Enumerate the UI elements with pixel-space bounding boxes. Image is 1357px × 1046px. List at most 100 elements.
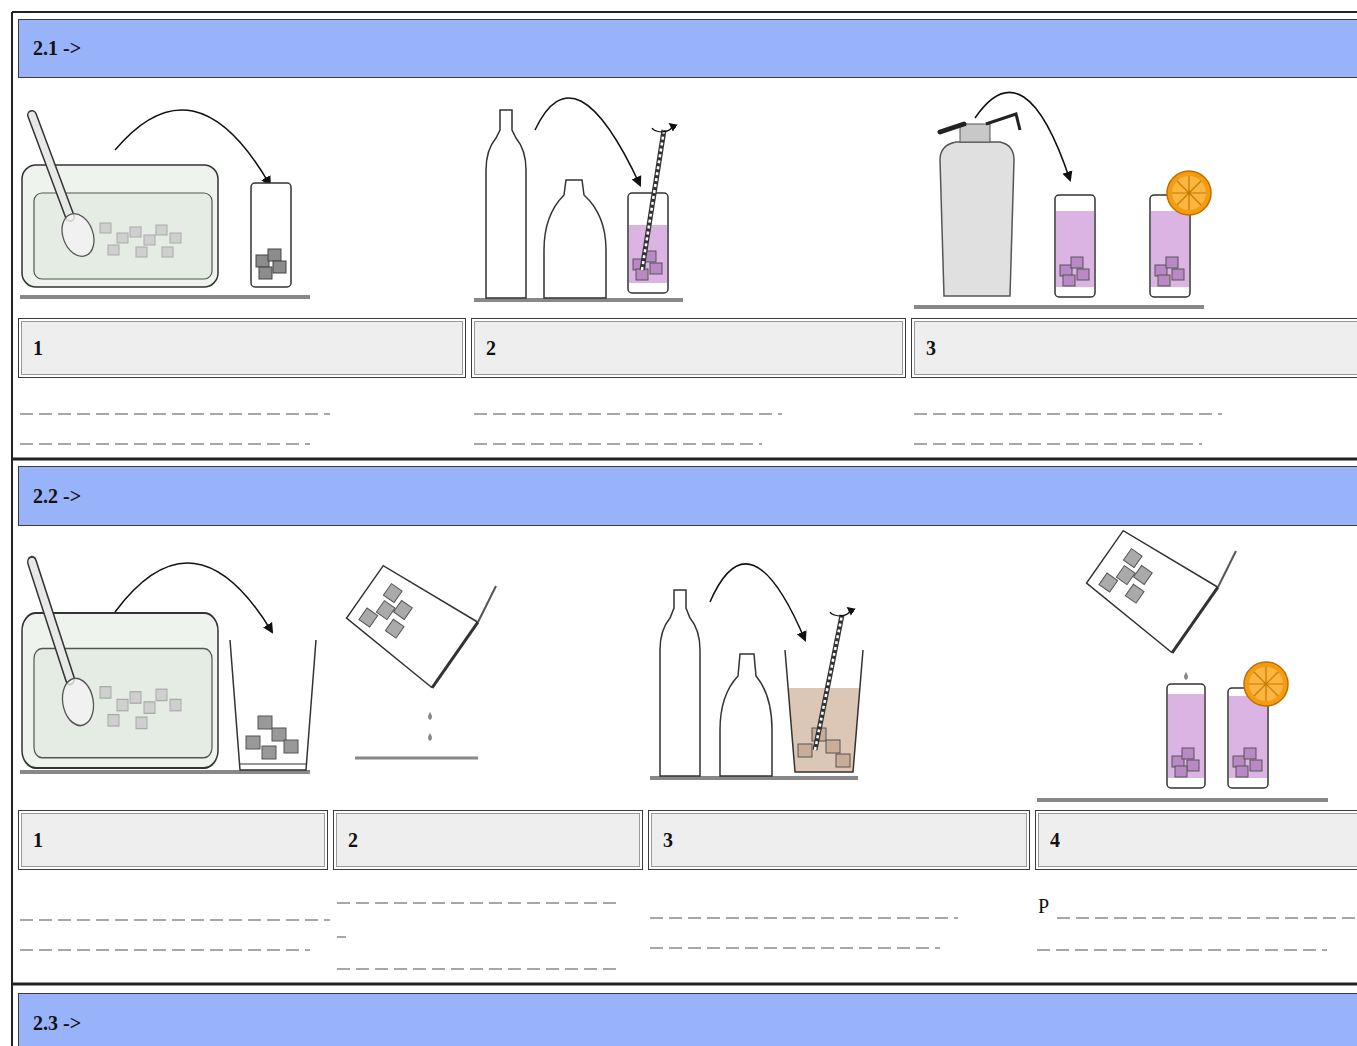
orange-segments	[1249, 667, 1283, 701]
mixing-glass	[230, 640, 316, 770]
scoop-handle	[32, 562, 70, 679]
ice-cube	[650, 263, 662, 274]
ice-cube	[258, 716, 272, 729]
answer-blank	[337, 936, 346, 938]
ice-cube	[1123, 549, 1142, 568]
bar-spoon-twist	[642, 130, 664, 270]
step-label: 3	[926, 337, 936, 360]
answer-blank	[20, 919, 330, 921]
step-number-box: 1	[18, 810, 328, 870]
scoop-bowl	[57, 673, 98, 731]
ice-cube	[826, 740, 840, 753]
motion-arrow	[535, 98, 640, 185]
ice-cube	[272, 728, 286, 741]
ice-cube	[108, 245, 119, 255]
stir-arrow	[830, 608, 850, 616]
orange-slice	[1167, 171, 1211, 215]
ice-cube	[1166, 257, 1178, 268]
strainer	[1172, 587, 1218, 653]
strainer-handle	[473, 586, 501, 622]
ice-cube	[170, 233, 181, 243]
glass-outline	[1082, 524, 1218, 653]
drink-liquid	[1151, 211, 1189, 287]
answer-blank	[650, 917, 958, 919]
water-drop	[428, 733, 432, 741]
ice-cube	[1063, 275, 1075, 286]
orange-peel	[1167, 171, 1211, 215]
answer-blank	[650, 947, 940, 949]
short-bottle	[544, 180, 606, 298]
step-number-box: 3	[648, 810, 1030, 870]
ice-cube	[1175, 766, 1187, 777]
ice-cube	[1236, 766, 1248, 777]
ice-cube	[1077, 269, 1089, 280]
drink-liquid	[1229, 696, 1267, 778]
step-label: 2	[348, 829, 358, 852]
step-label: 1	[33, 337, 43, 360]
glass-outline	[1167, 684, 1205, 788]
step-label: 4	[1050, 829, 1060, 852]
ice-cube	[1250, 760, 1262, 771]
ice-cube	[1155, 265, 1167, 276]
answer-blank	[1057, 917, 1357, 919]
ice-cube	[273, 261, 286, 273]
motion-arrow	[975, 92, 1070, 180]
bar-spoon-twist	[815, 615, 842, 750]
ice-cube	[798, 744, 812, 757]
scoop-handle	[32, 115, 70, 217]
glass-outline	[251, 183, 291, 287]
ice-cube	[1244, 748, 1256, 759]
counter-line	[914, 305, 1204, 309]
frame-line	[11, 12, 13, 1046]
ice-cube	[376, 601, 395, 620]
ice-cube	[394, 601, 413, 620]
ice-cube	[836, 754, 850, 767]
ice-cube	[1187, 760, 1199, 771]
tilted-mixing-glass	[342, 526, 501, 687]
ice-cube	[268, 249, 281, 261]
bar-spoon	[815, 615, 842, 750]
answer-blank	[337, 902, 622, 904]
soda-siphon	[940, 114, 1020, 296]
ice-bin-body	[22, 165, 218, 287]
glass-outline	[230, 640, 316, 770]
ice-cube	[1182, 748, 1194, 759]
scoop-bowl	[56, 209, 99, 261]
tall-bottle	[486, 110, 526, 298]
ice-cube	[130, 692, 141, 703]
ice-cube	[1116, 566, 1135, 585]
drink-drop	[1184, 672, 1188, 680]
drink-liquid	[1056, 211, 1094, 287]
section-divider	[12, 458, 1357, 461]
stir-arrow	[652, 124, 672, 132]
motion-arrow	[710, 564, 805, 640]
ice-cube	[144, 702, 155, 713]
ice-cube	[262, 746, 276, 759]
strainer	[432, 622, 478, 688]
step-number-box: 3	[911, 318, 1357, 378]
ice-cube	[246, 736, 260, 749]
section-band: 2.1 ->	[18, 19, 1357, 78]
counter-line	[20, 295, 310, 299]
ice-cube	[359, 608, 378, 627]
ice-cube	[1233, 756, 1245, 767]
step-number-box: 2	[471, 318, 906, 378]
answer-blank	[20, 413, 330, 415]
ice-cube	[162, 247, 173, 257]
motion-arrow	[115, 563, 272, 632]
orange-segments	[1172, 176, 1206, 210]
section-band: 2.3 ->	[18, 993, 1357, 1046]
drink-liquid	[1168, 694, 1204, 778]
ice-cubes	[100, 223, 181, 257]
orange-flesh	[1172, 176, 1206, 210]
ice-cube	[1125, 584, 1144, 603]
siphon-lever	[986, 114, 1020, 130]
highball-glass	[1055, 195, 1095, 297]
step-label: 1	[33, 829, 43, 852]
section-band: 2.2 ->	[18, 466, 1357, 526]
orange-peel	[1244, 662, 1288, 706]
siphon-body	[940, 142, 1014, 296]
step-label: 3	[663, 829, 673, 852]
ice-cube	[108, 715, 119, 726]
